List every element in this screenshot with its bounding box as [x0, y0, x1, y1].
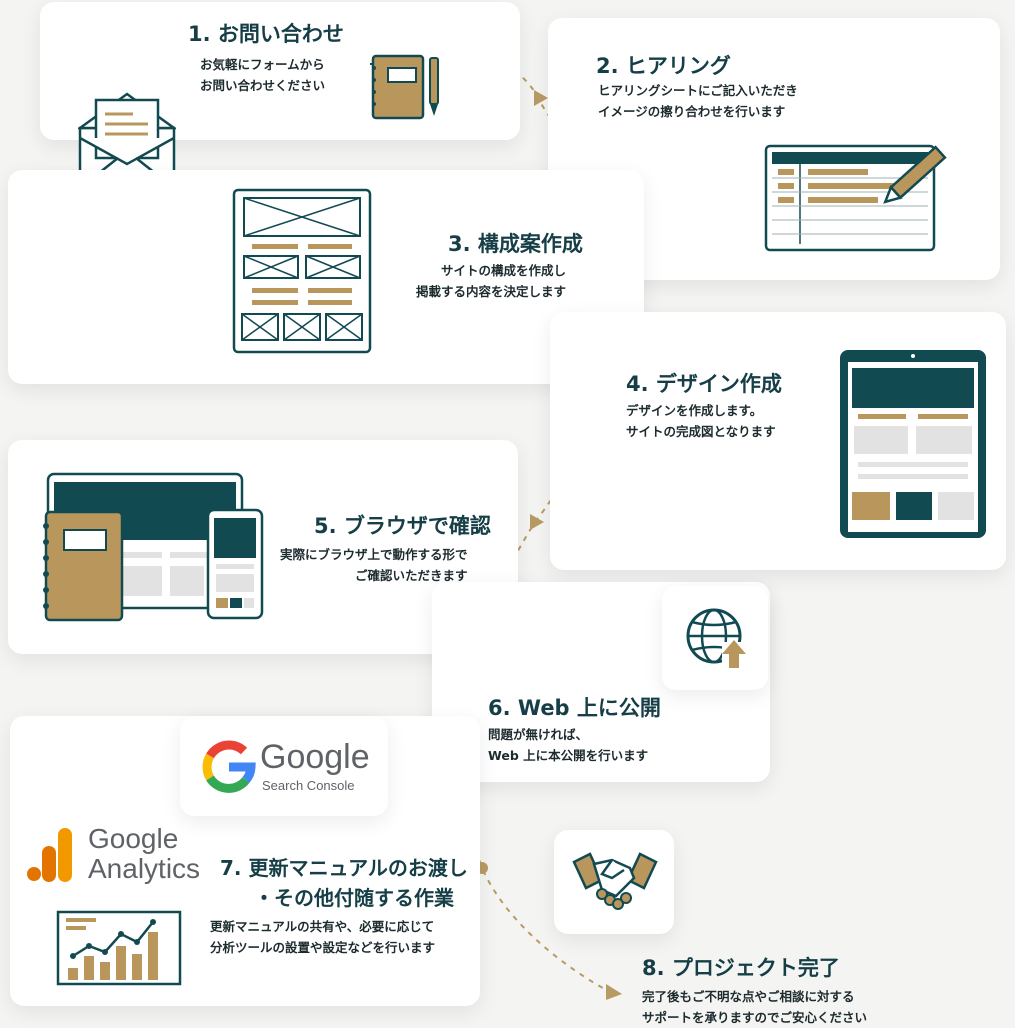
globe-upload-icon [684, 606, 748, 670]
chart-icon [56, 910, 182, 986]
devices-icon [40, 472, 266, 622]
flow-arrow-2 [534, 90, 548, 106]
step-4-card: 4. デザイン作成 デザインを作成します。 サイトの完成図となります [550, 312, 1006, 570]
step-2-title: 2. ヒアリング [596, 54, 731, 78]
tablet-icon [838, 348, 988, 540]
wireframe-icon [232, 188, 372, 354]
step-8-desc: 完了後もご不明な点やご相談に対する サポートを承りますのでご安心ください [642, 989, 868, 1025]
step-7-title: 7. 更新マニュアルのお渡し [220, 856, 468, 880]
step-7-desc: 更新マニュアルの共有や、必要に応じて 分析ツールの設置や設定などを行います [210, 919, 436, 955]
step-6-title: 6. Web 上に公開 [488, 696, 661, 720]
google-g-logo [202, 740, 256, 794]
globe-upload-card [662, 586, 768, 690]
flow-arrow-8 [606, 984, 622, 1000]
step-2-desc: ヒアリングシートにご記入いただき イメージの擦り合わせを行います [598, 83, 798, 119]
handshake-icon [572, 850, 658, 914]
form-sheet-pencil-icon [764, 140, 950, 252]
step-1-desc: お気軽にフォームから お問い合わせください [200, 57, 326, 93]
analytics-wordmark: Google Analytics [88, 823, 201, 884]
search-console-label: Search Console [262, 778, 355, 793]
step-3-card: 3. 構成案作成 サイトの構成を作成し 掲載する内容を決定します [8, 170, 644, 384]
step-3-desc: サイトの構成を作成し 掲載する内容を決定します [416, 263, 567, 299]
step-5-desc: 実際にブラウザ上で動作する形で ご確認いただきます [280, 547, 468, 583]
step-5-card: 5. ブラウザで確認 実際にブラウザ上で動作する形で ご確認いただきます [8, 440, 518, 654]
step-4-title: 4. デザイン作成 [626, 372, 782, 396]
step-5-title: 5. ブラウザで確認 [314, 514, 491, 538]
step-7-card: Google Analytics 7. 更新マニュアルのお渡し ・その他付随する… [10, 716, 480, 1006]
step-1-title: 1. お問い合わせ [188, 22, 344, 46]
google-wordmark: Google [260, 738, 370, 776]
handshake-card [554, 830, 674, 934]
search-console-card: Google Search Console [180, 716, 388, 816]
step-6-desc: 問題が無ければ、 Web 上に本公開を行います [488, 727, 649, 763]
notebook-pen-icon [370, 54, 445, 120]
step-7-title-2: ・その他付随する作業 [254, 886, 454, 910]
step-8-title: 8. プロジェクト完了 [642, 956, 840, 980]
flow-arrow-5 [530, 514, 544, 530]
step-4-desc: デザインを作成します。 サイトの完成図となります [626, 403, 776, 439]
step-3-title: 3. 構成案作成 [448, 232, 583, 256]
analytics-logo [26, 824, 74, 884]
